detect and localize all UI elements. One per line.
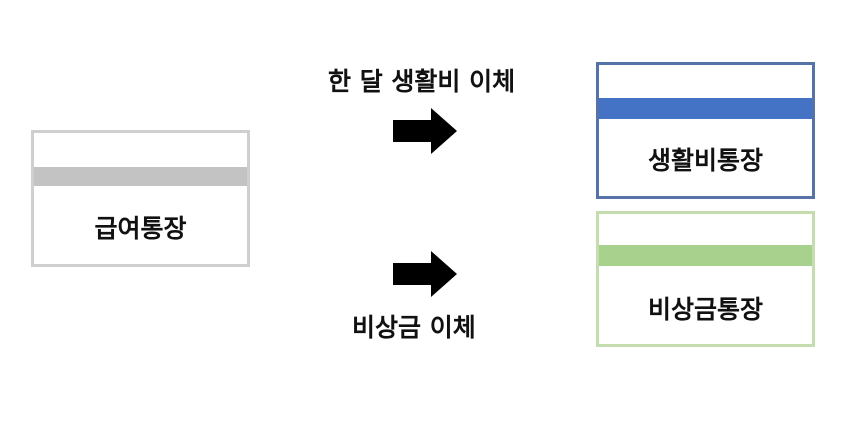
living-account-band	[599, 98, 812, 119]
right-arrow-icon	[393, 251, 457, 297]
living-transfer-caption: 한 달 생활비 이체	[328, 67, 516, 96]
salary-account-card: 급여통장	[31, 130, 250, 267]
living-account-label: 생활비통장	[647, 146, 763, 175]
salary-account-label: 급여통장	[94, 214, 187, 243]
emergency-account-card: 비상금통장	[596, 211, 815, 347]
living-account-card: 생활비통장	[596, 62, 815, 199]
right-arrow-icon	[393, 108, 457, 154]
emergency-transfer-caption: 비상금 이체	[352, 313, 476, 342]
emergency-account-band	[599, 245, 812, 266]
salary-account-band	[34, 167, 247, 186]
emergency-account-label: 비상금통장	[647, 295, 763, 324]
